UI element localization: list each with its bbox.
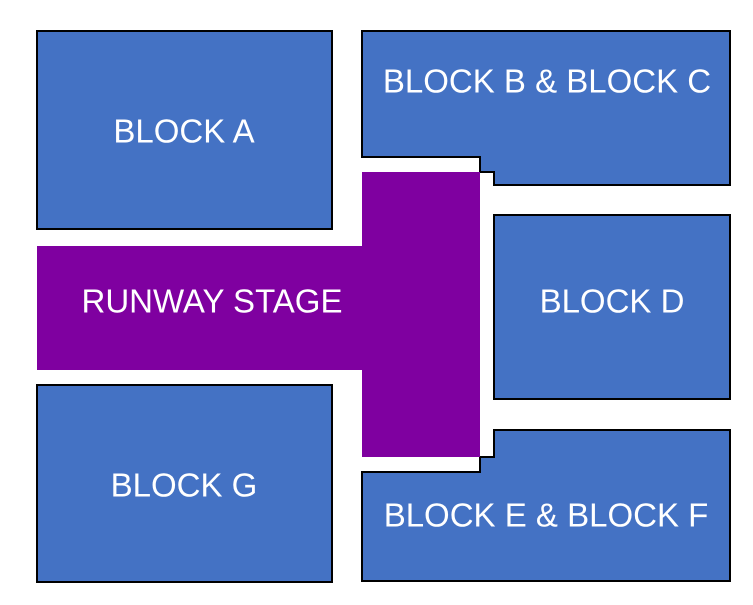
block-e-and-f-shape xyxy=(361,429,731,582)
runway-stage-shape xyxy=(37,172,480,457)
block-e-and-f-label: BLOCK E & BLOCK F xyxy=(384,497,709,534)
block-b-and-c-label: BLOCK B & BLOCK C xyxy=(383,63,711,100)
block-d-label: BLOCK D xyxy=(540,283,685,320)
block-g-label: BLOCK G xyxy=(111,467,258,504)
block-b-and-c-shape xyxy=(361,30,731,186)
block-g[interactable]: BLOCK G xyxy=(36,384,333,583)
block-a-shape xyxy=(36,30,333,230)
block-d[interactable]: BLOCK D xyxy=(493,214,731,400)
block-d-shape xyxy=(493,214,731,400)
block-b-and-c[interactable]: BLOCK B & BLOCK C xyxy=(361,30,731,186)
block-e-and-f[interactable]: BLOCK E & BLOCK F xyxy=(361,429,731,582)
block-a-label: BLOCK A xyxy=(113,113,254,150)
runway-stage[interactable]: RUNWAY STAGE xyxy=(37,172,480,457)
runway-stage-label: RUNWAY STAGE xyxy=(82,283,343,320)
block-a[interactable]: BLOCK A xyxy=(36,30,333,230)
block-g-shape xyxy=(36,384,333,583)
